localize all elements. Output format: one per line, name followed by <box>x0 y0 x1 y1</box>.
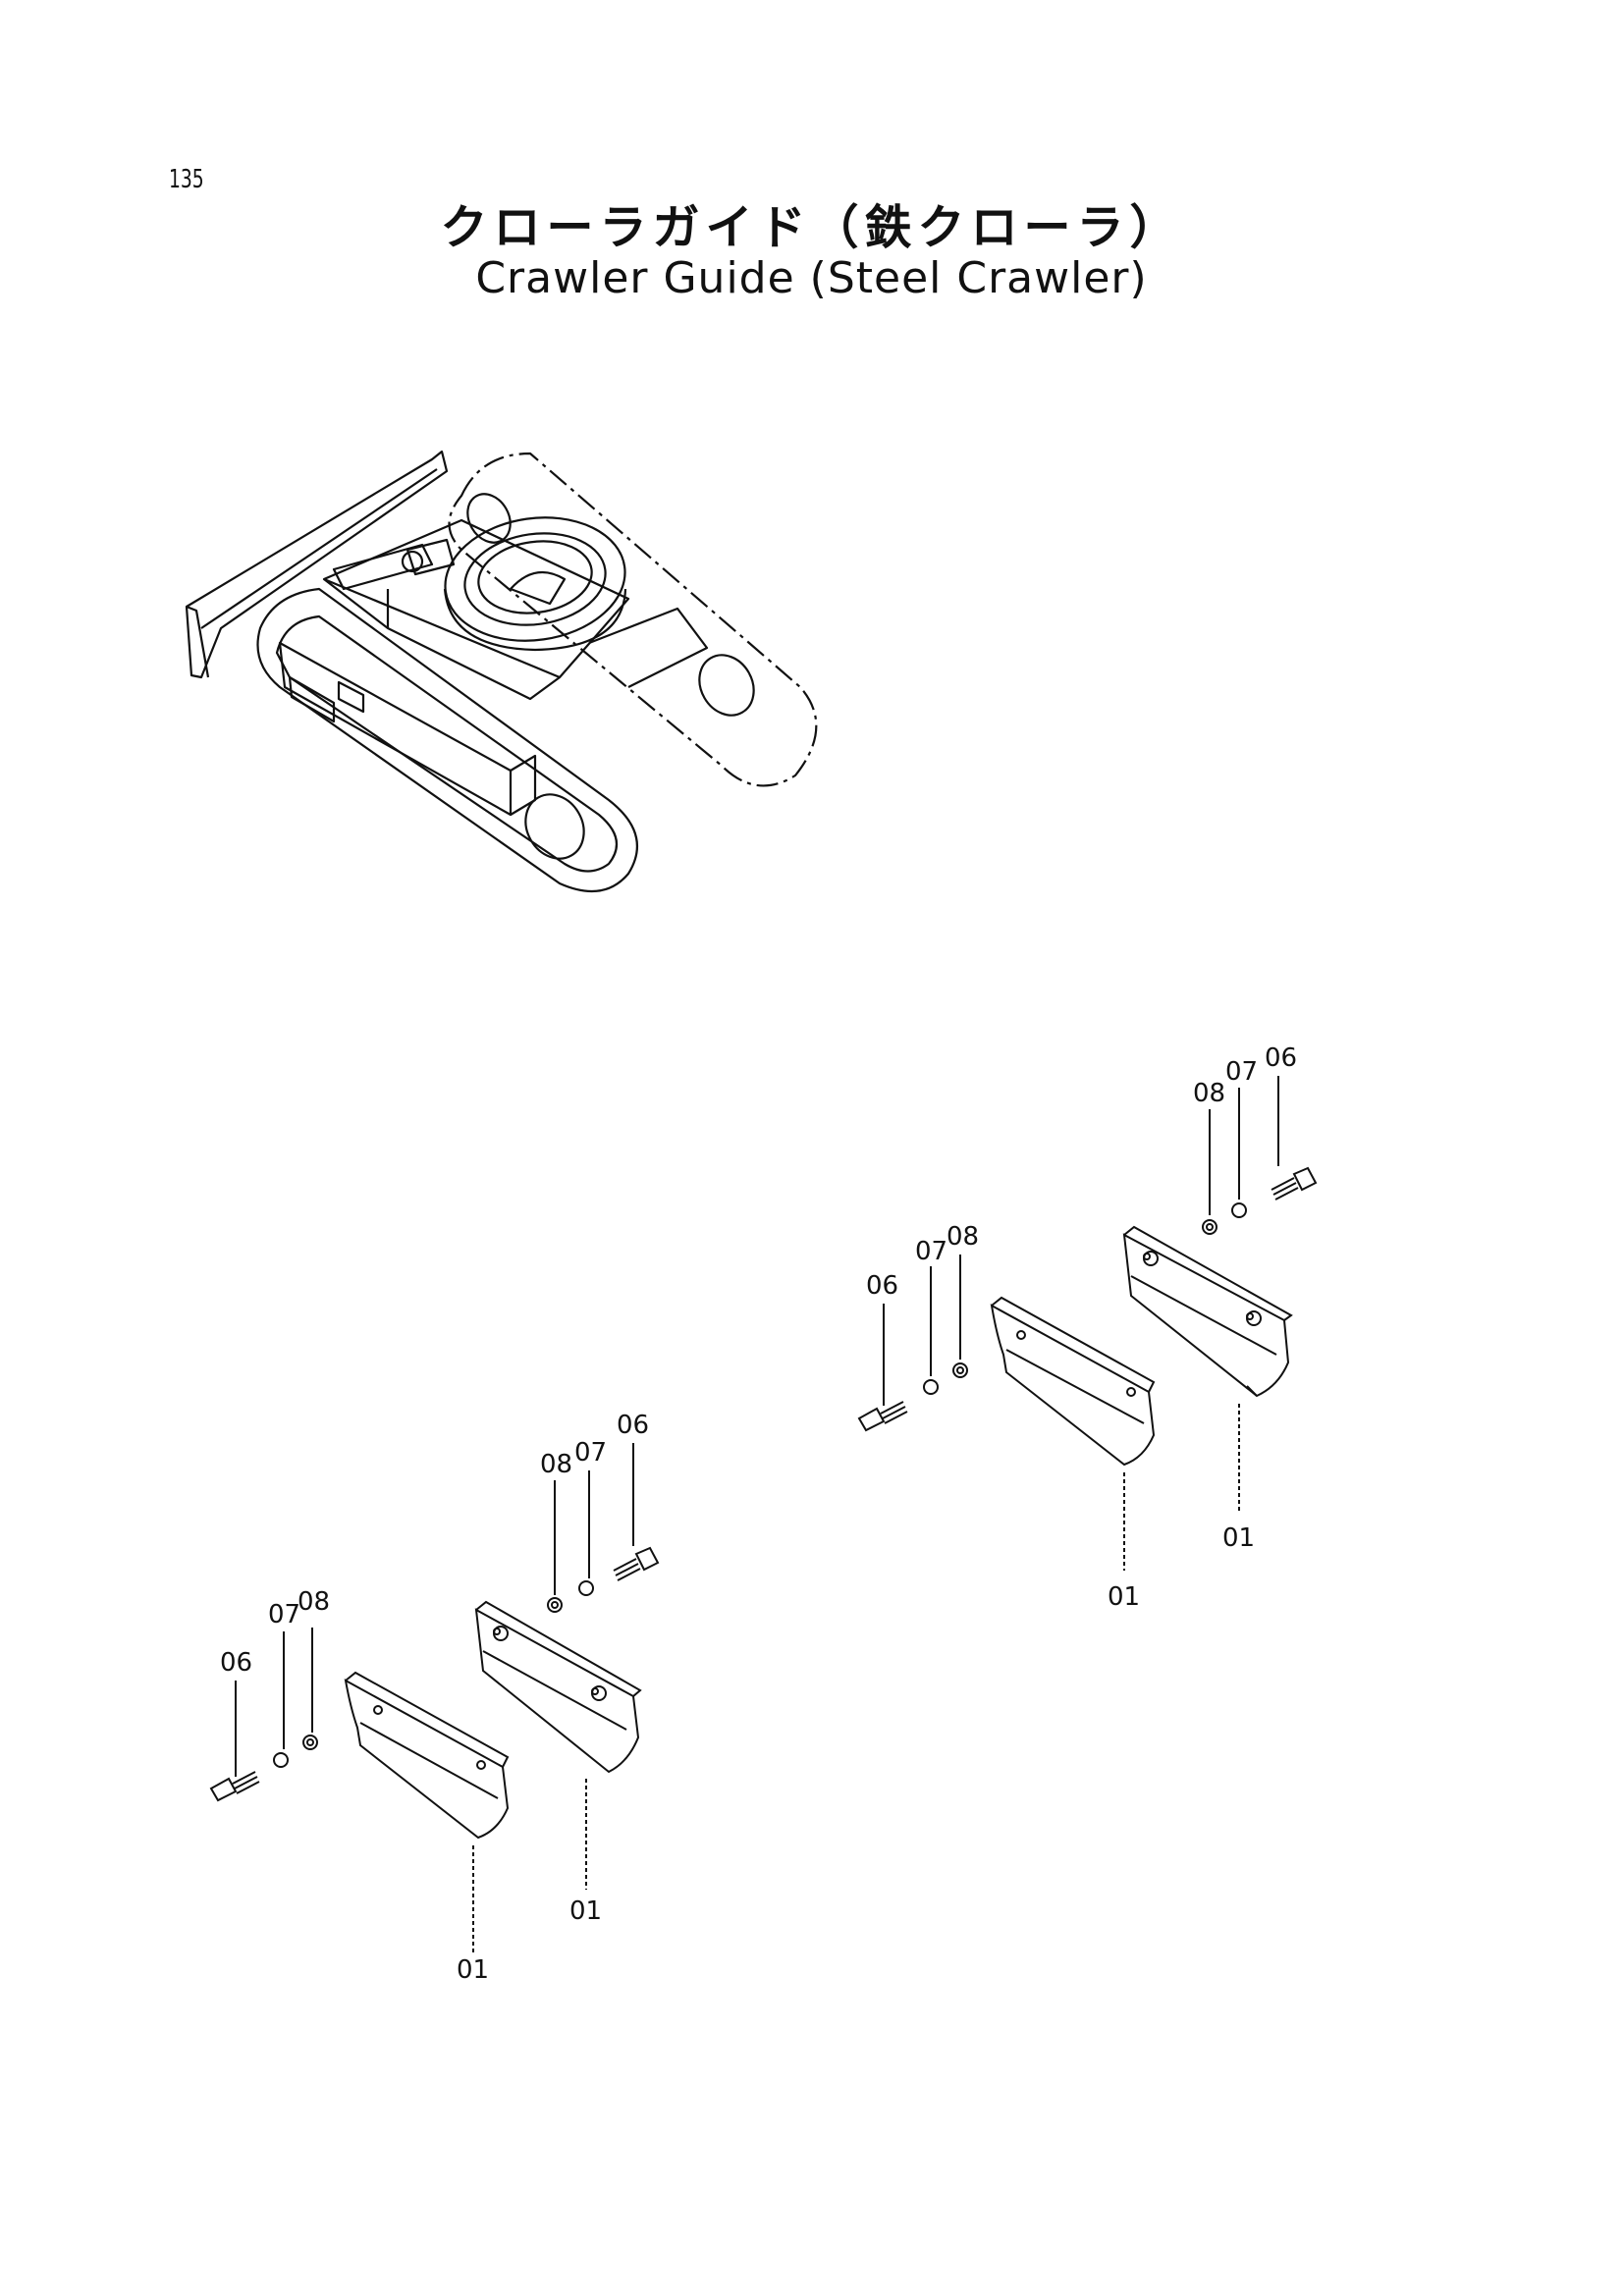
callout-06: 06 <box>617 1411 649 1440</box>
callout-06: 06 <box>866 1271 898 1301</box>
callout-06: 06 <box>220 1648 252 1678</box>
crawler-guide-plate-right <box>474 1600 642 1774</box>
lock-washer-icon <box>923 1379 939 1395</box>
callout-01: 01 <box>457 1955 489 1985</box>
lock-washer-icon <box>578 1580 594 1596</box>
lock-washer-icon <box>273 1752 289 1768</box>
callout-08: 08 <box>298 1587 330 1617</box>
callout-07: 07 <box>1225 1057 1258 1087</box>
bolt-lower-left <box>209 1771 260 1802</box>
callout-06: 06 <box>1265 1043 1297 1073</box>
washer-icon <box>302 1735 318 1750</box>
page-title-english: Crawler Guide (Steel Crawler) <box>475 253 1148 303</box>
crawler-guide-plate-left <box>990 1296 1156 1467</box>
lower-left-parts-group <box>209 1443 660 1953</box>
bolt-upper-left <box>857 1401 908 1432</box>
upper-right-parts-group <box>857 1076 1318 1571</box>
lock-washer-icon <box>1231 1202 1247 1218</box>
callout-01: 01 <box>569 1896 602 1926</box>
callout-07: 07 <box>915 1237 947 1266</box>
callout-08: 08 <box>1193 1079 1225 1108</box>
callout-08: 08 <box>540 1450 572 1479</box>
page-number: 135 <box>169 165 204 194</box>
washer-icon <box>547 1597 563 1613</box>
callout-01: 01 <box>1108 1582 1140 1612</box>
callout-07: 07 <box>268 1600 300 1629</box>
page-title-japanese: クローラガイド（鉄クローラ） <box>440 200 1183 255</box>
callout-08: 08 <box>947 1222 979 1252</box>
crawler-guide-plate-right <box>1122 1225 1293 1398</box>
bolt-lower-right <box>613 1546 660 1581</box>
callout-07: 07 <box>574 1438 607 1468</box>
crawler-guide-plate-left <box>344 1671 510 1840</box>
bolt-upper-right <box>1271 1166 1318 1201</box>
undercarriage-illustration <box>185 450 818 893</box>
callout-labels: 06 07 08 06 07 08 01 01 06 07 08 06 07 0… <box>220 1043 1297 1985</box>
washer-icon <box>1202 1219 1217 1235</box>
washer-icon <box>952 1362 968 1378</box>
callout-01: 01 <box>1222 1523 1255 1553</box>
